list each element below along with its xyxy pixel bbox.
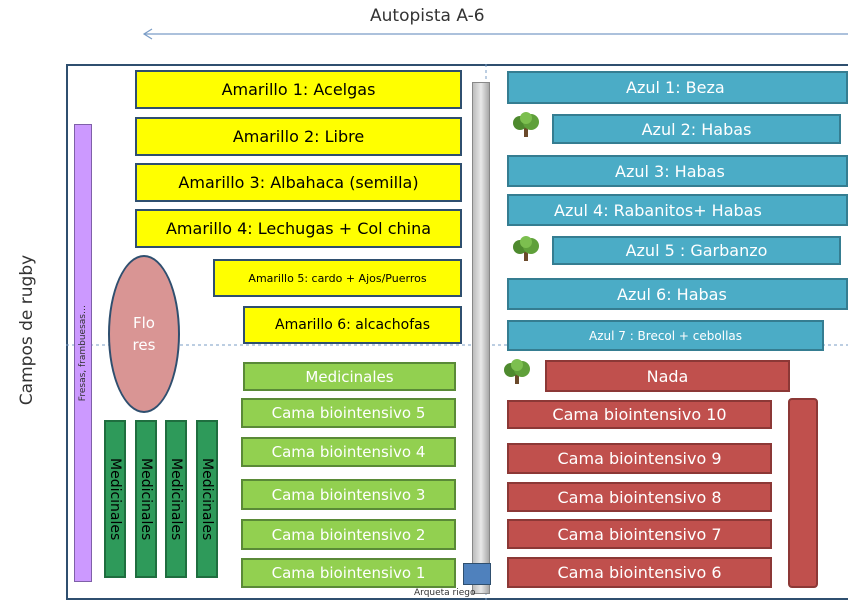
vertical-medicinales-4: Medicinales xyxy=(196,420,218,578)
strawberry-strip: Fresas, frambuesas… xyxy=(74,124,92,582)
blue-bed-7: Azul 7 : Brecol + cebollas xyxy=(507,320,824,351)
blue-bed-1: Azul 1: Beza xyxy=(507,71,848,104)
vertical-medicinales-label: Medicinales xyxy=(168,457,184,541)
yellow-bed-6: Amarillo 6: alcachofas xyxy=(243,306,462,344)
red-bed-9: Cama biointensivo 9 xyxy=(507,443,772,474)
flowers-bed: Flo res xyxy=(108,255,180,413)
highway-label: Autopista A-6 xyxy=(370,6,485,26)
blue-bed-2: Azul 2: Habas xyxy=(552,114,841,144)
blue-bed-5: Azul 5 : Garbanzo xyxy=(552,236,841,265)
tree-icon xyxy=(513,112,539,137)
vertical-medicinales-label: Medicinales xyxy=(199,457,215,541)
blue-bed-4: Azul 4: Rabanitos+ Habas xyxy=(507,194,848,226)
irrigation-pipe xyxy=(472,82,490,594)
tree-icon xyxy=(504,359,530,384)
yellow-bed-5: Amarillo 5: cardo + Ajos/Puerros xyxy=(213,259,462,297)
green-bed-4: Cama biointensivo 4 xyxy=(241,437,456,467)
blue-bed-6: Azul 6: Habas xyxy=(507,278,848,310)
vertical-medicinales-3: Medicinales xyxy=(165,420,187,578)
yellow-bed-1: Amarillo 1: Acelgas xyxy=(135,70,462,109)
valve-label: Arqueta riego xyxy=(414,588,476,598)
green-bed-2: Cama biointensivo 2 xyxy=(241,519,456,550)
tree-icon xyxy=(513,236,539,261)
direction-arrow xyxy=(142,28,848,40)
red-bed-8: Cama biointensivo 8 xyxy=(507,482,772,512)
red-vertical-bed xyxy=(788,398,818,588)
red-bed-nada: Nada xyxy=(545,360,790,392)
irrigation-valve-box xyxy=(463,563,491,585)
green-bed-1: Cama biointensivo 1 xyxy=(241,558,456,588)
red-bed-6: Cama biointensivo 6 xyxy=(507,557,772,588)
vertical-medicinales-1: Medicinales xyxy=(104,420,126,578)
flowers-label-2: res xyxy=(132,336,156,354)
green-bed-3: Cama biointensivo 3 xyxy=(241,479,456,510)
vertical-medicinales-label: Medicinales xyxy=(138,457,154,541)
green-bed-medicinales: Medicinales xyxy=(243,362,456,391)
blue-bed-3: Azul 3: Habas xyxy=(507,155,848,187)
vertical-medicinales-label: Medicinales xyxy=(107,457,123,541)
green-bed-5: Cama biointensivo 5 xyxy=(241,398,456,428)
red-bed-7: Cama biointensivo 7 xyxy=(507,519,772,549)
red-bed-10: Cama biointensivo 10 xyxy=(507,400,772,429)
strawberry-label: Fresas, frambuesas… xyxy=(78,304,88,402)
flowers-label-1: Flo xyxy=(133,314,155,332)
yellow-bed-2: Amarillo 2: Libre xyxy=(135,117,462,156)
yellow-bed-4: Amarillo 4: Lechugas + Col china xyxy=(135,209,462,248)
vertical-medicinales-2: Medicinales xyxy=(135,420,157,578)
yellow-bed-3: Amarillo 3: Albahaca (semilla) xyxy=(135,163,462,202)
